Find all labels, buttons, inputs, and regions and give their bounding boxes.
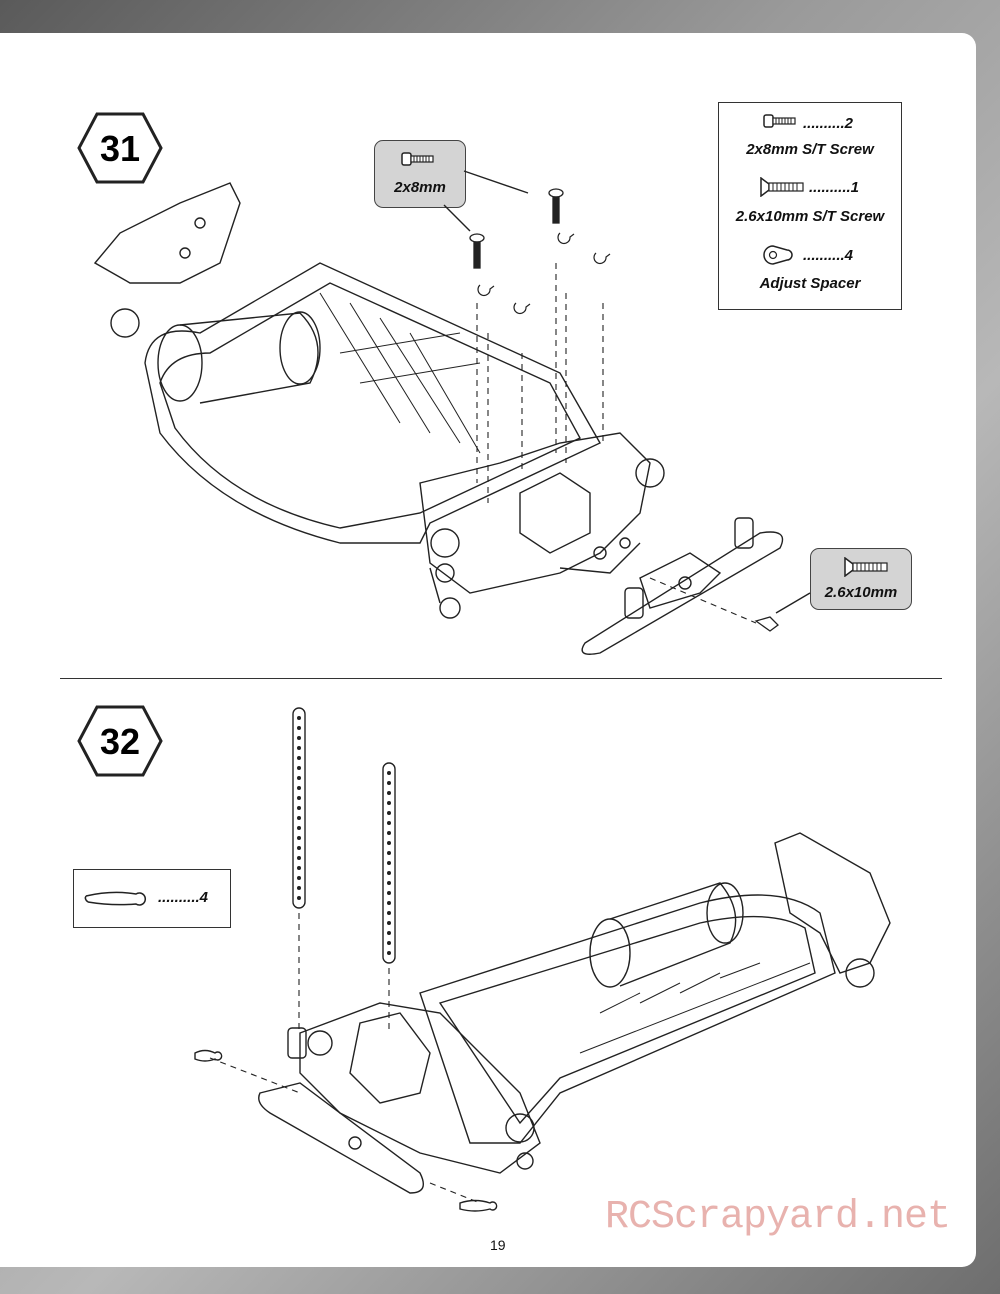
countersunk-screw-icon [760,177,804,197]
step-32-chassis-illustration [194,707,891,1212]
parts-box-step-31: ..........2 2x8mm S/T Screw ..........1 … [718,102,902,310]
step-32-badge: 32 [77,705,163,777]
pan-head-screw-icon [401,152,434,166]
callout-2.6x10mm: 2.6x10mm [810,548,912,610]
body-clip-icon [84,891,146,906]
part-qty: ..........4 [803,247,854,264]
callout-2x8mm: 2x8mm [374,140,466,208]
part-name: Adjust Spacer [759,275,861,292]
callout-label: 2x8mm [394,179,446,196]
pan-head-screw-icon [763,114,796,128]
parts-box-step-32: ..........4 [73,869,231,928]
part-name: 2.6x10mm S/T Screw [735,208,885,225]
page-number: 19 [490,1237,506,1253]
adjust-spacer-icon [763,245,793,265]
callout-label: 2.6x10mm [824,584,898,601]
step-32-number: 32 [100,721,140,762]
step-31-chassis-illustration [93,170,811,655]
manual-page: 31 ..........2 2x8mm S/T Screw .........… [0,33,976,1267]
step-31-badge: 31 [77,112,163,184]
step-31-number: 31 [100,128,140,169]
part-qty: ..........4 [158,889,209,906]
step-divider [60,678,942,679]
part-qty: ..........2 [803,115,854,132]
part-name: 2x8mm S/T Screw [746,141,874,158]
watermark: RCScrapyard.net [605,1195,951,1240]
countersunk-screw-icon [844,557,888,577]
part-qty: ..........1 [809,179,860,196]
